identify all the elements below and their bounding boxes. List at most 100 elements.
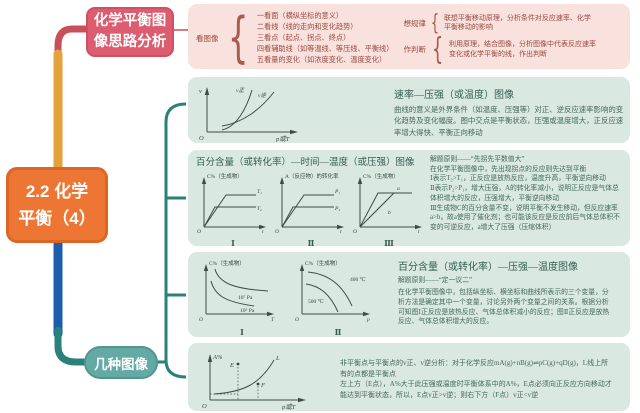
curve-label-500C: 500 ℃ (308, 298, 324, 305)
point-analysis-panel: A% O p或T L E F 非平衡点与平衡点的v正、v逆分析：对于化学反应mA… (188, 343, 630, 411)
graph-tag: Ⅲ (384, 239, 394, 248)
think-rule-text: 联想平衡移动原理，分析条件对反应速率、化学平衡移动的影响 (443, 13, 591, 32)
point-label-F: F (260, 382, 266, 389)
curve-label-T1: T₁ (257, 189, 262, 195)
rate-panel-title: 速率—压强（或温度）图像 (394, 90, 514, 102)
note-title: 解题原则——“定一议二” (398, 277, 473, 284)
x-axis-label: t (262, 229, 264, 233)
curve-label-high-pressure: 10⁷ Pa (238, 295, 253, 301)
percent-time-note: 解题原则——“先拐先平数值大” 在化学平衡图像中，先出现拐点的反应则先达到平衡 … (430, 153, 620, 248)
x-axis-label: p或T (281, 403, 296, 410)
y-axis-label: v (199, 88, 202, 95)
x-axis-label: t (418, 229, 420, 233)
y-axis-label: A（反应物）的转化率 (285, 172, 339, 180)
note-body: 在化学平衡图像中，包括纵坐标、横坐标和曲线所表示的三个变量，分析方法是确定其中一… (398, 288, 610, 326)
curve-label-low-pressure: 10⁵ Pa (240, 308, 255, 314)
percent-pressure-graphs: C%（生成物） O T 10⁷ Pa 10⁵ Pa Ⅰ (194, 256, 386, 337)
note-line: Ⅱ表示P₂>P₁，增大压强，A的转化率减小，说明正反应是气体总体积增大的反应，压… (430, 185, 619, 202)
judge-label: 作判断 (403, 45, 426, 55)
curve-label-T2: T₂ (257, 206, 262, 212)
temperature-graph: C%（生成物） O t T₁ T₂ (197, 172, 266, 235)
branch-analysis-line2: 像思路分析 (93, 34, 167, 50)
graph-tag: Ⅱ (334, 328, 342, 337)
graph-vs-temperature: C%（生成物） O T 10⁷ Pa 10⁵ Pa Ⅰ (194, 256, 290, 337)
list-item: 五看量的变化（如浓度变化、温度变化） (256, 56, 387, 65)
origin-label: O (199, 317, 203, 322)
list-item: 三看点（起点、拐点、终点） (256, 33, 351, 42)
analysis-panel: 看图像 { 一看面（横纵坐标的意义） 二看线（线的走向和变化趋势） 三看点（起点… (188, 4, 630, 69)
graph-vs-pressure: C%（生成物） O p 400 ℃ 500 ℃ Ⅱ (290, 256, 386, 337)
judge-text: 利用原理，结合图像，分析图像中代表反应速率变化或化学平衡的线，作出判断 (449, 40, 597, 58)
view-image-label: 看图像 (196, 34, 219, 43)
graph-tag: Ⅰ (240, 328, 244, 337)
list-item: 一看面（横纵坐标的意义） (256, 11, 344, 20)
percent-pressure-text: 百分含量（或转化率）—压强—温度图像 解题原则——“定一议二” 在化学平衡图像中… (398, 256, 614, 337)
percent-time-panel: 百分含量（或转化率）—时间—温度（或压强）图像 C%（生成物） O t (188, 150, 630, 248)
brace-glyph: { (431, 32, 444, 68)
x-axis-label: T (271, 317, 275, 322)
y-axis-label: C%（生成物） (209, 259, 245, 267)
note-title: 解题原则——“先拐先平数值大” (430, 156, 525, 163)
curve-label-400C: 400 ℃ (350, 276, 366, 283)
y-axis-label: A% (212, 354, 223, 361)
percent-pressure-note: 解题原则——“定一议二” 在化学平衡图像中，包括纵坐标、横坐标和曲线所表示的三个… (398, 276, 614, 327)
origin-label: O (295, 317, 299, 322)
branch-graph-types-label: 几种图像 (94, 356, 148, 372)
think-rule-group: 想规律 { 联想平衡移动原理，分析条件对反应速率、化学平衡移动的影响 (403, 10, 599, 36)
wire-bracket (164, 102, 187, 379)
percent-time-graphs: C%（生成物） O t T₁ T₂ Ⅰ (194, 169, 430, 248)
origin-label: O (202, 403, 207, 410)
y-axis-label: C%（生成物） (207, 172, 243, 180)
curve-label-P2: P₂ (334, 206, 340, 212)
rate-graph: v O p或T v正 v逆 (199, 87, 298, 142)
judge-group: 作判断 { 利用原理，结合图像，分析图像中代表反应速率变化或化学平衡的线，作出判… (403, 32, 599, 68)
curve-label-a: a (397, 186, 400, 192)
root-title-line1: 2.2 化学 (25, 181, 89, 201)
origin-label: O (353, 229, 357, 233)
list-item: 四看辅助线（如等温线、等压线、平衡线） (256, 45, 394, 54)
pressure-graph: A（反应物）的转化率 O t P₁ P₂ (275, 172, 344, 235)
percent-vs-p-graph: C%（生成物） O p 400 ℃ 500 ℃ (295, 259, 370, 323)
origin-label: O (199, 135, 204, 142)
rate-panel-text: 速率—压强（或温度）图像 曲线的意义是外界条件（如温度、压强等）对正、逆反应速率… (394, 86, 624, 137)
curve-label-b: b (388, 210, 391, 216)
rate-panel: v O p或T v正 v逆 速率—压强（或温度）图像 曲线的意义是外界条件（如温… (188, 77, 630, 143)
point-analysis-intro: 非平衡点与平衡点的v正、v逆分析：对于化学反应mA(g)+nB(g)⇌pC(g)… (340, 359, 609, 378)
curve-label-L: L (275, 355, 280, 362)
percent-pressure-panel: C%（生成物） O T 10⁷ Pa 10⁵ Pa Ⅰ (188, 252, 630, 337)
graph-pressure: A（反应物）的转化率 O t P₁ P₂ Ⅱ (272, 169, 350, 248)
list-item: 二看线（线的走向和变化趋势） (256, 22, 358, 31)
reverse-rate-label: v逆 (258, 92, 267, 99)
note-line: Ⅲ生成物C的百分含量不变，说明平衡不发生移动，但反应速率a>b，故a使用了催化剂… (430, 204, 620, 232)
graph-tag: Ⅱ (307, 239, 315, 248)
branch-node-graph-types[interactable]: 几种图像 (84, 346, 158, 379)
note-line: 在化学平衡图像中，先出现拐点的反应则先达到平衡 (430, 165, 587, 173)
percent-time-content: 百分含量（或转化率）—时间—温度（或压强）图像 C%（生成物） O t (188, 150, 630, 248)
brace-glyph: { (430, 10, 440, 36)
percent-pressure-title: 百分含量（或转化率）—压强—温度图像 (398, 262, 578, 273)
y-axis-label: C%（生成物） (305, 259, 341, 267)
analysis-right-column: 想规律 { 联想平衡移动原理，分析条件对反应速率、化学平衡移动的影响 作判断 {… (403, 10, 599, 68)
forward-rate-label: v正 (236, 87, 245, 94)
think-rule-label: 想规律 (403, 18, 426, 28)
branch-analysis-line1: 化学平衡图 (93, 13, 167, 30)
percent-vs-T-graph: C%（生成物） O T 10⁷ Pa 10⁵ Pa (199, 259, 275, 323)
percent-pressure-content: C%（生成物） O T 10⁷ Pa 10⁵ Pa Ⅰ (188, 252, 630, 341)
rate-panel-content: v O p或T v正 v逆 速率—压强（或温度）图像 曲线的意义是外界条件（如温… (188, 77, 630, 147)
x-axis-label: p (366, 317, 370, 322)
branch-node-analysis[interactable]: 化学平衡图 像思路分析 (86, 7, 174, 57)
equilibrium-line-graph: A% O p或T L E F (202, 354, 306, 410)
percent-time-left: 百分含量（或转化率）—时间—温度（或压强）图像 C%（生成物） O t (194, 153, 430, 248)
curve-label-P1: P₁ (334, 189, 340, 195)
origin-label: O (275, 229, 279, 233)
y-axis-label: C%（生成物） (363, 172, 399, 180)
brace-glyph: { (227, 6, 248, 70)
origin-label: O (197, 229, 201, 233)
graph-catalyst: C%（生成物） O t a b Ⅲ (350, 169, 428, 248)
root-node[interactable]: 2.2 化学 平衡（4） (6, 167, 108, 243)
view-image-group: 看图像 { 一看面（横纵坐标的意义） 二看线（线的走向和变化趋势） 三看点（起点… (196, 11, 393, 67)
root-title-line2: 平衡（4） (18, 209, 96, 228)
x-axis-label: p或T (275, 135, 290, 142)
percent-time-title: 百分含量（或转化率）—时间—温度（或压强）图像 (196, 158, 415, 168)
